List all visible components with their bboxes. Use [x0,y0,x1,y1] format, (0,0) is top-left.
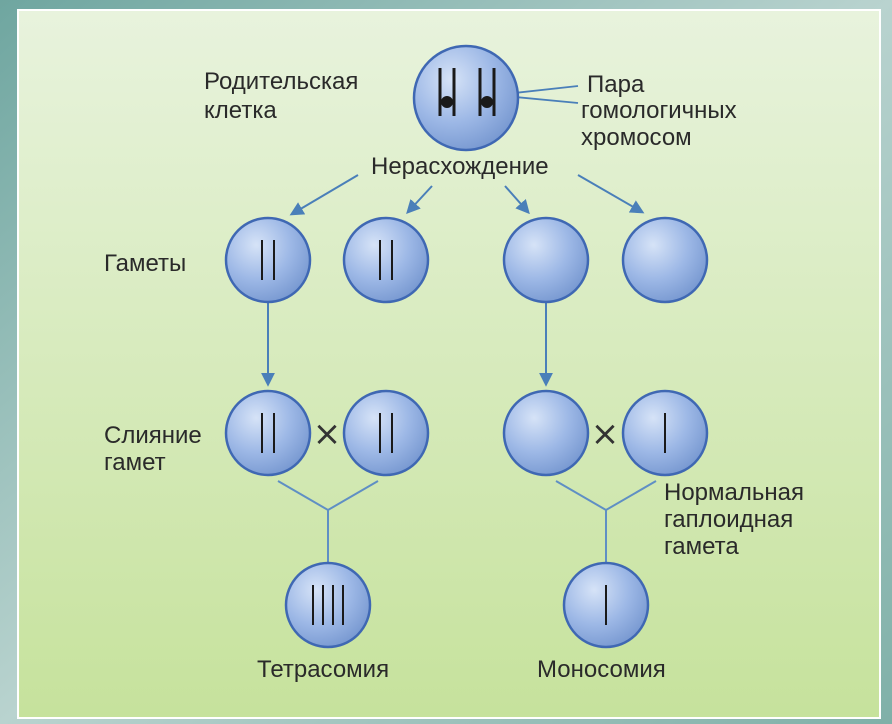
monosomy-cell [564,563,648,647]
homologous-pair-label-line3: хромосом [581,124,692,151]
gametes-label: Гаметы [104,250,186,277]
parent-cell-label-line1: Родительская [204,68,358,95]
fusion-cell-4 [623,391,707,475]
normal-gamete-label-line2: гаплоидная [664,506,793,533]
gamete-cell-4-body [623,218,707,302]
parent-cell [414,46,518,150]
fusion-cell-3 [504,391,588,475]
tetrasomy-label: Тетрасомия [257,656,389,683]
fusion-cell-2-body [344,391,428,475]
gamete-cell-4 [623,218,707,302]
cross-symbol-left: × [313,414,342,454]
normal-gamete-label-line3: гамета [664,533,739,560]
centromere [481,96,493,108]
homologous-pair-label-line2: гомологичных [581,97,737,124]
tetrasomy-cell-body [286,563,370,647]
centromere [441,96,453,108]
monosomy-label: Моносомия [537,656,666,683]
parent-cell-label-line2: клетка [204,97,277,124]
parent-cell-body [414,46,518,150]
gamete-cell-1 [226,218,310,302]
gamete-cell-1-body [226,218,310,302]
gamete-cell-3 [504,218,588,302]
normal-gamete-label-line1: Нормальная [664,479,804,506]
fusion-label-line2: гамет [104,449,166,476]
fusion-cell-3-body [504,391,588,475]
gamete-cell-2-body [344,218,428,302]
nondisjunction-label: Нерасхождение [371,153,549,180]
homologous-pair-label-line1: Пара [587,71,645,98]
fusion-label-line1: Слияние [104,422,202,449]
fusion-cell-2 [344,391,428,475]
fusion-cell-1 [226,391,310,475]
cross-symbol-right: × [591,414,620,454]
gamete-cell-3-body [504,218,588,302]
tetrasomy-cell [286,563,370,647]
fusion-cell-1-body [226,391,310,475]
gamete-cell-2 [344,218,428,302]
